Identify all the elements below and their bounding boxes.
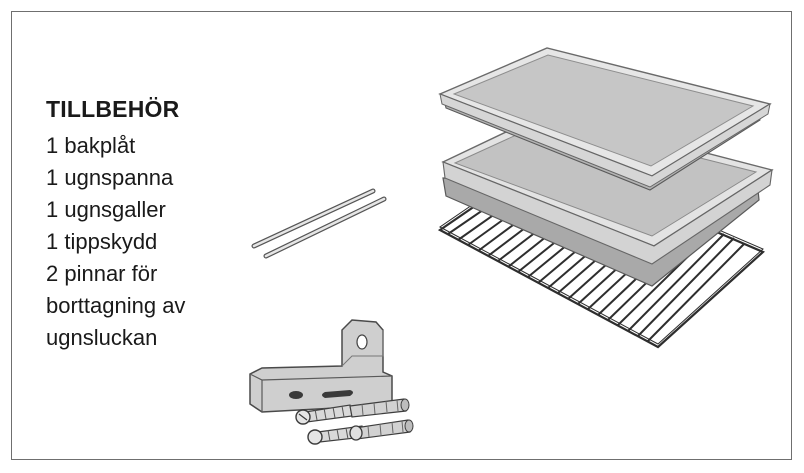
accessories-heading: TILLBEHÖR bbox=[46, 96, 180, 122]
list-item: 1 ugnsgaller bbox=[46, 197, 166, 222]
list-item: borttagning av bbox=[46, 293, 186, 318]
list-item: 2 pinnar för bbox=[46, 261, 158, 286]
baking-tray-icon bbox=[438, 47, 772, 191]
list-item: 1 ugnspanna bbox=[46, 165, 174, 190]
list-item: 1 bakplåt bbox=[46, 133, 136, 158]
door-removal-pins-icon bbox=[251, 188, 387, 259]
list-item: 1 tippskydd bbox=[46, 229, 158, 254]
screws-and-wall-plugs-icon bbox=[295, 398, 414, 445]
anti-tip-bracket-icon bbox=[249, 319, 393, 413]
accessories-list: 1 bakplåt 1 ugnspanna 1 ugnsgaller 1 tip… bbox=[46, 130, 185, 354]
list-item: ugnsluckan bbox=[46, 325, 158, 350]
roasting-pan-icon bbox=[441, 111, 774, 287]
accessories-list-block: TILLBEHÖR 1 bakplåt 1 ugnspanna 1 ugnsga… bbox=[46, 98, 185, 354]
